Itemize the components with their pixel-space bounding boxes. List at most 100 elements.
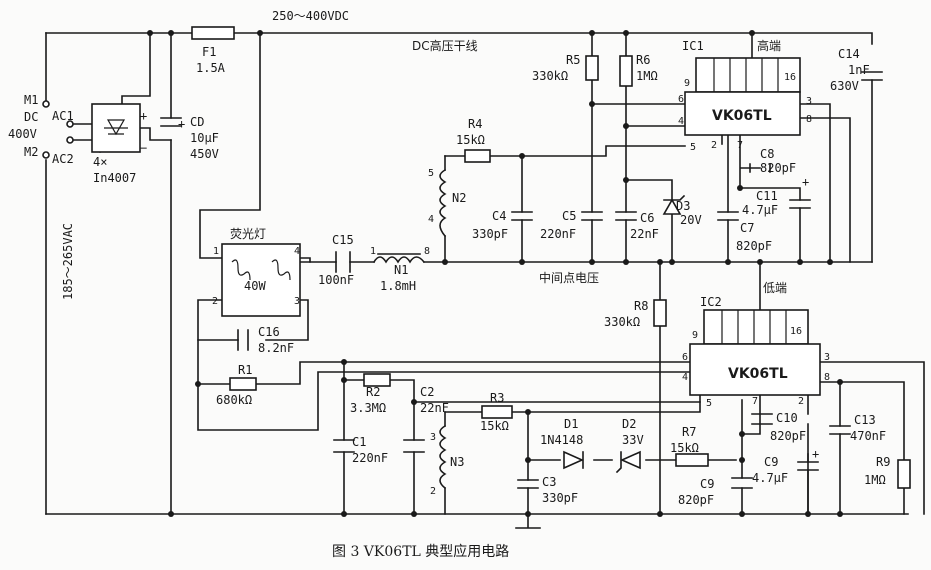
capacitor-c10 [751,413,773,425]
r3-value: 15kΩ [480,419,509,433]
c13-ref: C13 [854,413,876,427]
d2-value: 33V [622,433,644,447]
inductor-n3 [439,424,447,490]
wires [45,32,925,515]
ic2-pin-9: 9 [692,330,698,341]
ic2-pin-8: 8 [824,372,830,383]
bridge-part-label: In4007 [93,171,136,185]
c1-value: 220nF [352,451,388,465]
ic2-part: VK06TL [728,366,788,382]
ic1-pin-6: 6 [678,94,684,105]
terminal-ac1 [66,120,74,128]
c5-ref: C5 [562,209,576,223]
m2-label: M2 [24,145,38,159]
resistor-r2 [363,373,391,387]
capacitor-c9-electrolytic [797,461,819,471]
d2-ref: D2 [622,417,636,431]
r6-ref: R6 [636,53,650,67]
fuse-f1 [191,26,235,40]
r6-value: 1MΩ [636,69,658,83]
capacitor-c16 [237,329,249,351]
n2-pin-a: 5 [428,168,434,179]
n3-ref: N3 [450,455,464,469]
ic2-pin-7: 7 [752,396,758,407]
rail-voltage-label: 250～400VDC [272,9,349,23]
high-side-label: 高端 [757,38,781,53]
ground-symbol [515,513,541,529]
cd-value: 10μF [190,131,219,145]
r5-ref: R5 [566,53,580,67]
lamp-pin-1: 1 [213,246,219,257]
figure-caption: 图 3 VK06TL 典型应用电路 [332,543,509,560]
r7-value: 15kΩ [670,441,699,455]
n1-pin-b: 8 [424,246,430,257]
ic2-pin-4: 4 [682,372,688,383]
lamp-pin-4: 4 [294,246,300,257]
c7-ref: C7 [740,221,754,235]
low-side-label: 低端 [763,281,787,295]
capacitor-c5 [581,211,603,221]
resistor-r7 [675,453,709,467]
c16-value: 8.2nF [258,341,294,355]
r8-ref: R8 [634,299,648,313]
resistor-r4 [464,149,491,163]
d1-value: 1N4148 [540,433,583,447]
c1-ref: C1 [352,435,366,449]
ic2-pin-6: 6 [682,352,688,363]
dc-in-label: DC [24,110,38,124]
c4-ref: C4 [492,209,506,223]
c2-value: 22nF [420,401,449,415]
r4-ref: R4 [468,117,482,131]
resistor-r1 [229,377,257,391]
ic1-ref: IC1 [682,39,704,53]
ic2-ref: IC2 [700,295,722,309]
ic1-pin-4: 4 [678,116,684,127]
ic1-pin-5: 5 [690,142,696,153]
c14-ref: C14 [838,47,860,61]
zener-d2 [615,450,641,474]
capacitor-c14 [861,71,883,81]
capacitor-c13 [829,425,851,435]
c14-value: 1nF [848,63,870,77]
c8-ref: C8 [760,147,774,161]
ic1-pin-8: 8 [806,114,812,125]
capacitor-c1 [333,439,355,453]
c9-value: 820pF [678,493,714,507]
capacitor-cd [160,117,182,127]
capacitor-c9 [731,477,753,489]
junction-dots [147,30,843,517]
c11-ref: C11 [756,189,778,203]
n1-value: 1.8mH [380,279,416,293]
resistor-r5 [585,55,599,81]
terminal-m1 [42,100,50,108]
ic2-pin-3: 3 [824,352,830,363]
zener-d3 [662,194,686,215]
c6-value: 22nF [630,227,659,241]
c5-value: 220nF [540,227,576,241]
r2-ref: R2 [366,385,380,399]
c2-ref: C2 [420,385,434,399]
lamp-label: 荧光灯 [230,227,266,241]
c10-value: 820pF [770,429,806,443]
lamp-pin-2: 2 [212,296,218,307]
lamp-pin-3: 3 [294,296,300,307]
r3-ref: R3 [490,391,504,405]
f1-ref: F1 [202,45,216,59]
capacitor-c3 [517,479,539,489]
ic1-pin-7: 7 [737,140,743,151]
c6-ref: C6 [640,211,654,225]
ac1-label: AC1 [52,109,74,123]
c15-value: 100nF [318,273,354,287]
r1-ref: R1 [238,363,252,377]
resistor-r9 [897,459,911,489]
bridge-rectifier [91,103,141,153]
r9-ref: R9 [876,455,890,469]
ic1-part: VK06TL [712,108,772,124]
capacitor-c15 [335,251,351,273]
c16-ref: C16 [258,325,280,339]
n2-pin-b: 4 [428,214,434,225]
dc-in-voltage-label: 400V [8,127,37,141]
capacitor-c8 [749,163,771,173]
bridge-plus-label: + [140,109,147,123]
